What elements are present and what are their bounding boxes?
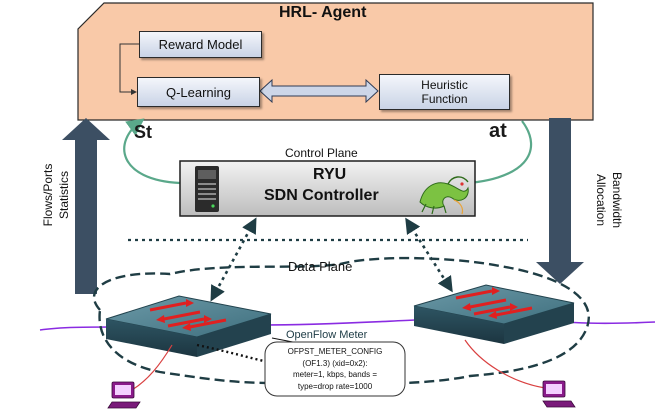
reward-model-label: Reward Model [158,37,243,52]
flows-stats-line1: Flows/Ports [41,163,55,227]
meter-config-line2: (OF1.3) (xid=0x2): [302,358,368,368]
meter-config-line3: meter=1, kbps, bands = [292,370,378,379]
switch-left [105,295,272,357]
host-link-right [464,339,546,389]
meter-config-line4: type=drop rate=1000 [297,381,373,391]
meter-config-line1: OFPST_METER_CONFIG [287,347,383,356]
hrl-agent-title: HRL- Agent [279,4,367,21]
switch-right [413,284,575,344]
computer-icon-left [107,381,141,409]
controller-title-line1: RYU [313,166,347,183]
data-plane-label: Data Plane [288,259,353,274]
controller-switch-right-link [405,217,453,293]
reward-to-qlearning-connector [119,43,139,95]
bandwidth-line2: Allocation [594,173,608,227]
bandwidth-allocation-label: Bandwidth Allocation [585,150,625,250]
openflow-meter-label: OpenFlow Meter [286,329,368,341]
controller-switch-left-link [210,217,257,302]
controller-title-line2: SDN Controller [264,187,379,204]
heuristic-label-line2: Function [421,92,468,106]
flows-stats-line2: Statistics [57,171,71,220]
state-arrow [123,118,181,185]
heuristic-label-line1: Heuristic [421,78,468,92]
flows-stats-label: Flows/Ports Statistics [40,145,80,245]
state-label: St [134,122,152,142]
meter-config-callout [264,341,406,397]
meter-config-text: OFPST_METER_CONFIG (OF1.3) (xid=0x2): me… [265,346,405,394]
heuristic-function-box: Heuristic Function [379,74,510,110]
bandwidth-line1: Bandwidth [610,171,624,229]
reward-model-box: Reward Model [139,31,262,58]
q-learning-box: Q-Learning [137,77,260,107]
data-plane-region [93,256,590,385]
host-link-left [131,344,173,391]
control-plane-label: Control Plane [285,146,358,160]
q-heuristic-double-arrow [259,78,379,104]
flows-statistics-arrow [62,118,110,294]
sdn-controller-box [179,160,476,217]
ryu-dragon-icon [419,176,469,215]
computer-icon-right [542,380,576,408]
server-icon [195,166,219,212]
action-label: at [489,120,507,142]
bandwidth-allocation-arrow [536,118,584,284]
q-learning-label: Q-Learning [165,84,232,100]
network-link [39,319,656,331]
